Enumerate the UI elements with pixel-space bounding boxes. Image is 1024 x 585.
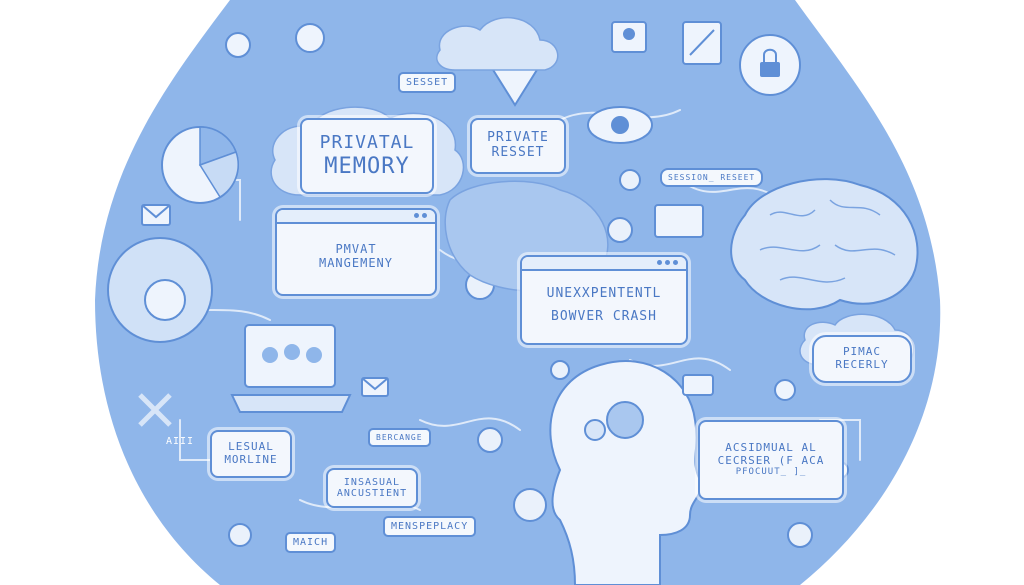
lesual-line1: LESUAL	[228, 440, 274, 454]
acsidmual-line3: PFOCUUT_ ]_	[735, 467, 807, 478]
acsidmual-panel: ACSIDMUAL AL CECRSER (F ACA PFOCUUT_ ]_	[698, 420, 844, 500]
insasual-panel: INSASUAL ANCUSTIENT	[326, 468, 418, 508]
user-avatar-icon	[295, 23, 325, 53]
pmvat-window: PMVAT MANGEMENY	[275, 208, 437, 296]
private-reset-panel: PRIVATE RESSET	[470, 118, 566, 174]
tray-icon	[654, 204, 704, 238]
laptop-base	[230, 394, 352, 413]
gear-icon	[228, 523, 252, 547]
maich-tag: MAICH	[285, 532, 337, 553]
gear-icon	[607, 217, 633, 243]
pmvat-line2: MANGEMENY	[318, 256, 394, 270]
envelope-icon	[682, 374, 714, 396]
gear-icon	[606, 401, 644, 439]
private-memory-line2: MEMORY	[324, 153, 410, 179]
pmvat-line1: PMVAT	[335, 242, 377, 257]
session-reset-tag: SESSION_ RESEET	[660, 168, 764, 187]
browser-crash-window: UNEXXPENTENTL BOWVER CRASH	[520, 255, 688, 345]
private-memory-line1: PRIVATAL	[319, 132, 415, 153]
window-titlebar	[277, 210, 435, 224]
menspeplacy-tag: MENSPEPLACY	[383, 516, 477, 537]
aiii-tag: AIII	[166, 436, 195, 447]
private-memory-panel: PRIVATAL MEMORY	[300, 118, 434, 194]
gear-icon	[584, 419, 606, 441]
dot-icon	[774, 379, 796, 401]
lesual-line2: MORLINE	[224, 453, 278, 466]
pimac-line1: PIMAC	[842, 345, 882, 359]
private-reset-line2: RESSET	[491, 145, 545, 160]
bercange-tag: BERCANGE	[368, 428, 431, 447]
acsidmual-line1: ACSIDMUAL AL	[725, 441, 817, 455]
cloud-shape	[436, 16, 559, 71]
gear-icon	[550, 360, 570, 380]
brain-icon	[730, 178, 919, 311]
user-avatar-icon	[225, 32, 251, 58]
private-reset-line1: PRIVATE	[487, 130, 549, 146]
acsidmual-line2: CECRSER (F ACA	[717, 453, 825, 467]
gear-icon	[619, 169, 641, 191]
gear-icon	[477, 427, 503, 453]
sesset-tag: SESSET	[398, 72, 457, 93]
crash-line2: BOWVER CRASH	[551, 309, 657, 324]
pimac-recerly-panel: PIMAC RECERLY	[812, 335, 912, 383]
gear-icon	[787, 522, 813, 548]
cross-icon	[138, 393, 172, 427]
pimac-line2: RECERLY	[835, 358, 889, 371]
insasual-line2: ANCUSTIENT	[336, 488, 408, 499]
crash-line1: UNEXXPENTENTL	[546, 286, 662, 302]
lesual-morline-panel: LESUAL MORLINE	[210, 430, 292, 478]
window-titlebar	[522, 257, 686, 271]
gear-icon	[144, 279, 186, 321]
gear-icon	[513, 488, 547, 522]
insasual-line1: INSASUAL	[343, 476, 401, 488]
